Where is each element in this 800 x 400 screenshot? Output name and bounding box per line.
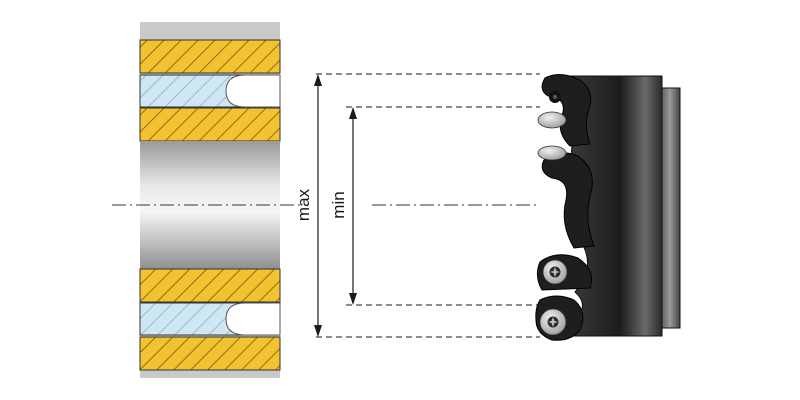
cutter-tooth-upper-mid [541, 152, 595, 249]
cutter-tooth-top [541, 74, 592, 147]
min-arrow-bottom [349, 293, 357, 305]
min-arrow-top [349, 107, 357, 119]
cutter-flange [659, 87, 681, 329]
dimension-max [314, 73, 540, 338]
max-label: max [294, 188, 313, 221]
workpiece-section [139, 22, 281, 378]
insert-top [537, 111, 567, 129]
screw-icon [549, 91, 561, 103]
max-arrow-top [314, 74, 322, 86]
min-label: min [329, 191, 348, 218]
screw-icon [549, 266, 561, 278]
dimension-min [346, 106, 540, 306]
upper-groove-cut [225, 74, 281, 108]
upper-layer-top [139, 39, 281, 74]
lower-layer-top [139, 268, 281, 303]
lower-groove-cut [225, 302, 281, 336]
insert-upper-mid [537, 145, 567, 161]
screw-icon [547, 316, 559, 328]
milling-cutter [535, 74, 681, 341]
lower-layer-bottom [139, 336, 281, 371]
max-arrow-bottom [314, 325, 322, 337]
upper-layer-bottom [139, 107, 281, 142]
